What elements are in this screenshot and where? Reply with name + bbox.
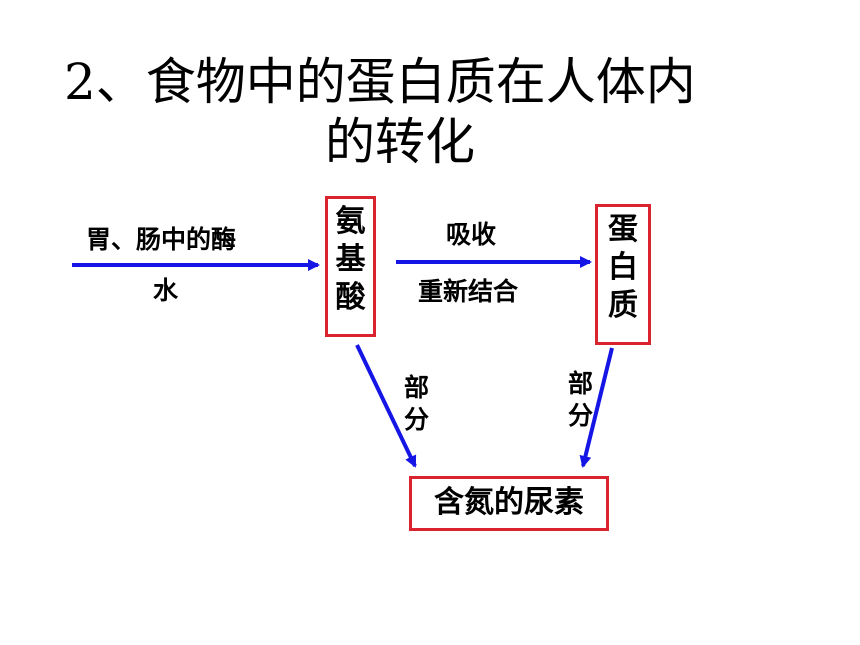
recombine-label: 重新结合 bbox=[418, 277, 519, 306]
title-line-2: 的转化 bbox=[325, 113, 475, 171]
enzyme-label: 胃、肠中的酶 bbox=[86, 225, 237, 254]
part-label-left: 部 分 bbox=[404, 373, 430, 434]
absorb-label: 吸收 bbox=[446, 220, 497, 249]
urea-node: 含氮的尿素 bbox=[409, 476, 609, 531]
part-label-right: 部 分 bbox=[568, 369, 594, 430]
protein-node: 蛋 白 质 bbox=[595, 204, 651, 345]
amino-acid-node: 氨 基 酸 bbox=[325, 196, 376, 337]
title-line-1: 2、食物中的蛋白质在人体内 bbox=[64, 53, 696, 111]
water-label: 水 bbox=[153, 276, 179, 305]
arrow-protein-to-urea bbox=[579, 347, 614, 468]
arrow-amino-to-urea bbox=[355, 344, 417, 468]
